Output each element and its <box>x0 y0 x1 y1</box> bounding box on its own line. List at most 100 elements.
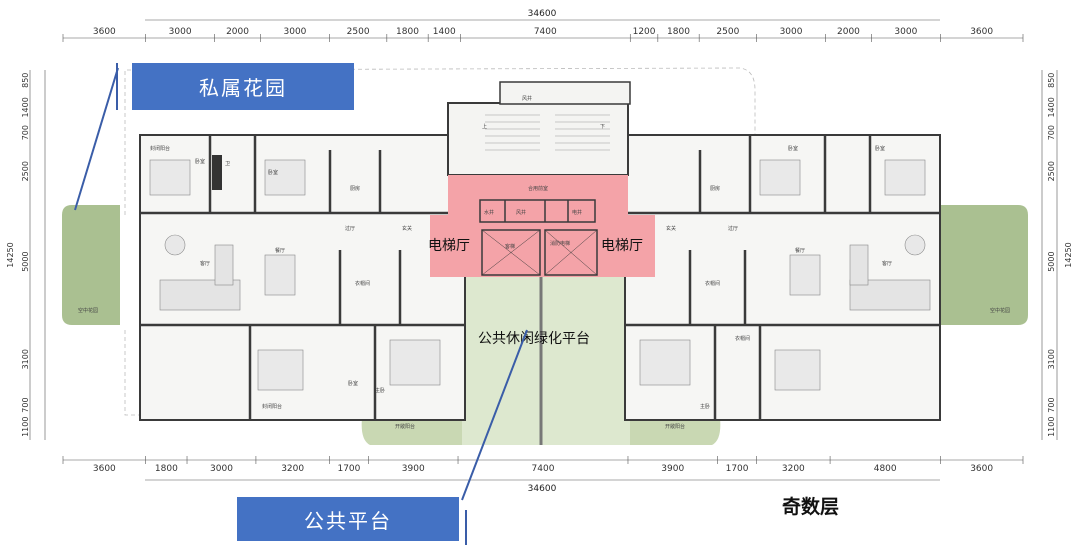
vertical-dimension-segment: 2500 <box>1047 161 1056 181</box>
right-master: 主卧 <box>700 403 710 410</box>
private-garden-callout: 私属花园 <box>132 63 354 110</box>
left-entry: 玄关 <box>402 225 412 232</box>
elevator-label: 客梯 <box>505 243 515 250</box>
vertical-dimension-segment: 1400 <box>21 97 30 117</box>
public-green-platform <box>462 277 630 445</box>
vertical-dimension-segment: 700 <box>21 125 30 140</box>
dimension-segment: 1800 <box>396 27 419 37</box>
left-bath-1: 卫 <box>225 161 230 167</box>
vertical-dimension-segment: 5000 <box>21 251 30 271</box>
floor-type-label: 奇数层 <box>782 496 840 518</box>
garden-dashed-outline <box>124 67 756 215</box>
stair-wind-well: 风井 <box>522 95 532 102</box>
left-dining: 餐厅 <box>275 247 285 254</box>
dimension-segment: 2500 <box>347 27 370 37</box>
elevator-shafts <box>479 199 598 276</box>
left-open-balcony: 开敞阳台 <box>395 423 415 430</box>
dimension-segment: 3900 <box>402 464 425 474</box>
left-living: 客厅 <box>200 260 210 267</box>
bottom-dimensions <box>63 459 1023 481</box>
vertical-dimension-segment: 5000 <box>1047 251 1056 271</box>
dimension-segment: 3000 <box>780 27 803 37</box>
right-open-balcony: 开敞阳台 <box>665 423 685 430</box>
sky-garden-right <box>940 205 1028 325</box>
sky-garden-left <box>62 205 120 325</box>
left-corridor: 过厅 <box>345 225 355 232</box>
fire-elevator-label: 消防电梯 <box>550 240 570 247</box>
left-unit <box>139 134 466 421</box>
dimension-segment: 3600 <box>970 27 993 37</box>
dimension-segment: 3600 <box>93 27 116 37</box>
dimension-segment: 3600 <box>93 464 116 474</box>
left-balcony-lower: 封闭阳台 <box>262 403 282 410</box>
dimension-segment: 1200 <box>633 27 656 37</box>
right-bedroom-1: 卧室 <box>788 145 798 152</box>
elevator-hall-left-label: 电梯厅 <box>428 238 470 254</box>
top-segment-dimensions: 3600 3000 2000 3000 2500 1800 1400 7400 1200 1800… <box>62 27 1024 42</box>
dimension-segment: 2000 <box>226 27 249 37</box>
dimension-segment: 3000 <box>169 27 192 37</box>
vertical-dimension-segment: 3100 <box>1047 349 1056 369</box>
right-unit <box>624 134 941 421</box>
vertical-dimension-segment: 3100 <box>21 349 30 369</box>
right-living: 客厅 <box>882 260 892 267</box>
right-entry: 玄关 <box>666 225 676 232</box>
vertical-dimensions <box>29 70 1058 440</box>
dimension-segment: 3200 <box>281 464 304 474</box>
public-platform-leader <box>461 329 528 501</box>
right-total-dimension: 14250 <box>1064 242 1073 267</box>
front-room-label: 合用前室 <box>528 185 548 192</box>
vertical-dimension-segment: 850 <box>21 73 30 88</box>
dimension-segment: 4800 <box>874 464 897 474</box>
dimension-segment: 3000 <box>210 464 233 474</box>
dimension-segment: 1800 <box>155 464 178 474</box>
left-bedroom-1: 卧室 <box>195 158 205 165</box>
left-bedroom-3: 卧室 <box>348 380 358 387</box>
dimension-segment: 3000 <box>894 27 917 37</box>
dimension-segment: 1700 <box>726 464 749 474</box>
dimension-segment: 7400 <box>534 27 557 37</box>
right-kitchen: 厨房 <box>710 185 720 192</box>
dimension-segment: 7400 <box>532 464 555 474</box>
left-total-dimension: 14250 <box>6 242 15 267</box>
vertical-dimension-segment: 2500 <box>21 161 30 181</box>
left-kitchen: 厨房 <box>350 185 360 192</box>
vertical-dimension-segment: 850 <box>1047 73 1056 88</box>
open-balcony-left <box>361 418 470 445</box>
public-green-platform-label: 公共休闲绿化平台 <box>478 331 590 347</box>
top-dimensions <box>63 19 1023 39</box>
dimension-segment: 1400 <box>433 27 456 37</box>
dimension-segment: 3000 <box>284 27 307 37</box>
left-balcony-label: 封闭阳台 <box>150 145 170 152</box>
dimension-segment: 3600 <box>970 464 993 474</box>
dimension-segment: 1700 <box>337 464 360 474</box>
private-garden-leader <box>74 67 119 211</box>
right-dining: 餐厅 <box>795 247 805 254</box>
dimension-segment: 3200 <box>782 464 805 474</box>
vertical-dimension-segment: 700 <box>1047 397 1056 412</box>
dimension-segment: 2000 <box>837 27 860 37</box>
stair-down-right: 下 <box>600 124 605 130</box>
bottom-total-dimension: 34600 <box>528 484 557 494</box>
sky-garden-left-label: 空中花园 <box>78 307 98 314</box>
left-master: 主卧 <box>375 387 385 394</box>
left-bedroom-2: 卧室 <box>268 169 278 176</box>
stair-up-left: 上 <box>482 123 487 130</box>
vertical-dimension-segment: 1100 <box>1047 417 1056 437</box>
sky-garden-right-label: 空中花园 <box>990 307 1010 314</box>
elevator-hall-right-label: 电梯厅 <box>601 238 643 254</box>
dimension-segment: 2500 <box>716 27 739 37</box>
dimension-segment: 1800 <box>667 27 690 37</box>
vertical-dimension-segment: 700 <box>21 397 30 412</box>
elec-well-label: 电井 <box>572 209 582 216</box>
water-well-label: 水井 <box>484 209 494 216</box>
vertical-dimension-segment: 1400 <box>1047 97 1056 117</box>
right-cloakroom-2: 衣帽间 <box>735 335 750 342</box>
left-cloakroom: 衣帽间 <box>355 280 370 287</box>
open-balcony-right <box>610 418 721 445</box>
public-platform-callout: 公共平台 <box>237 497 459 541</box>
